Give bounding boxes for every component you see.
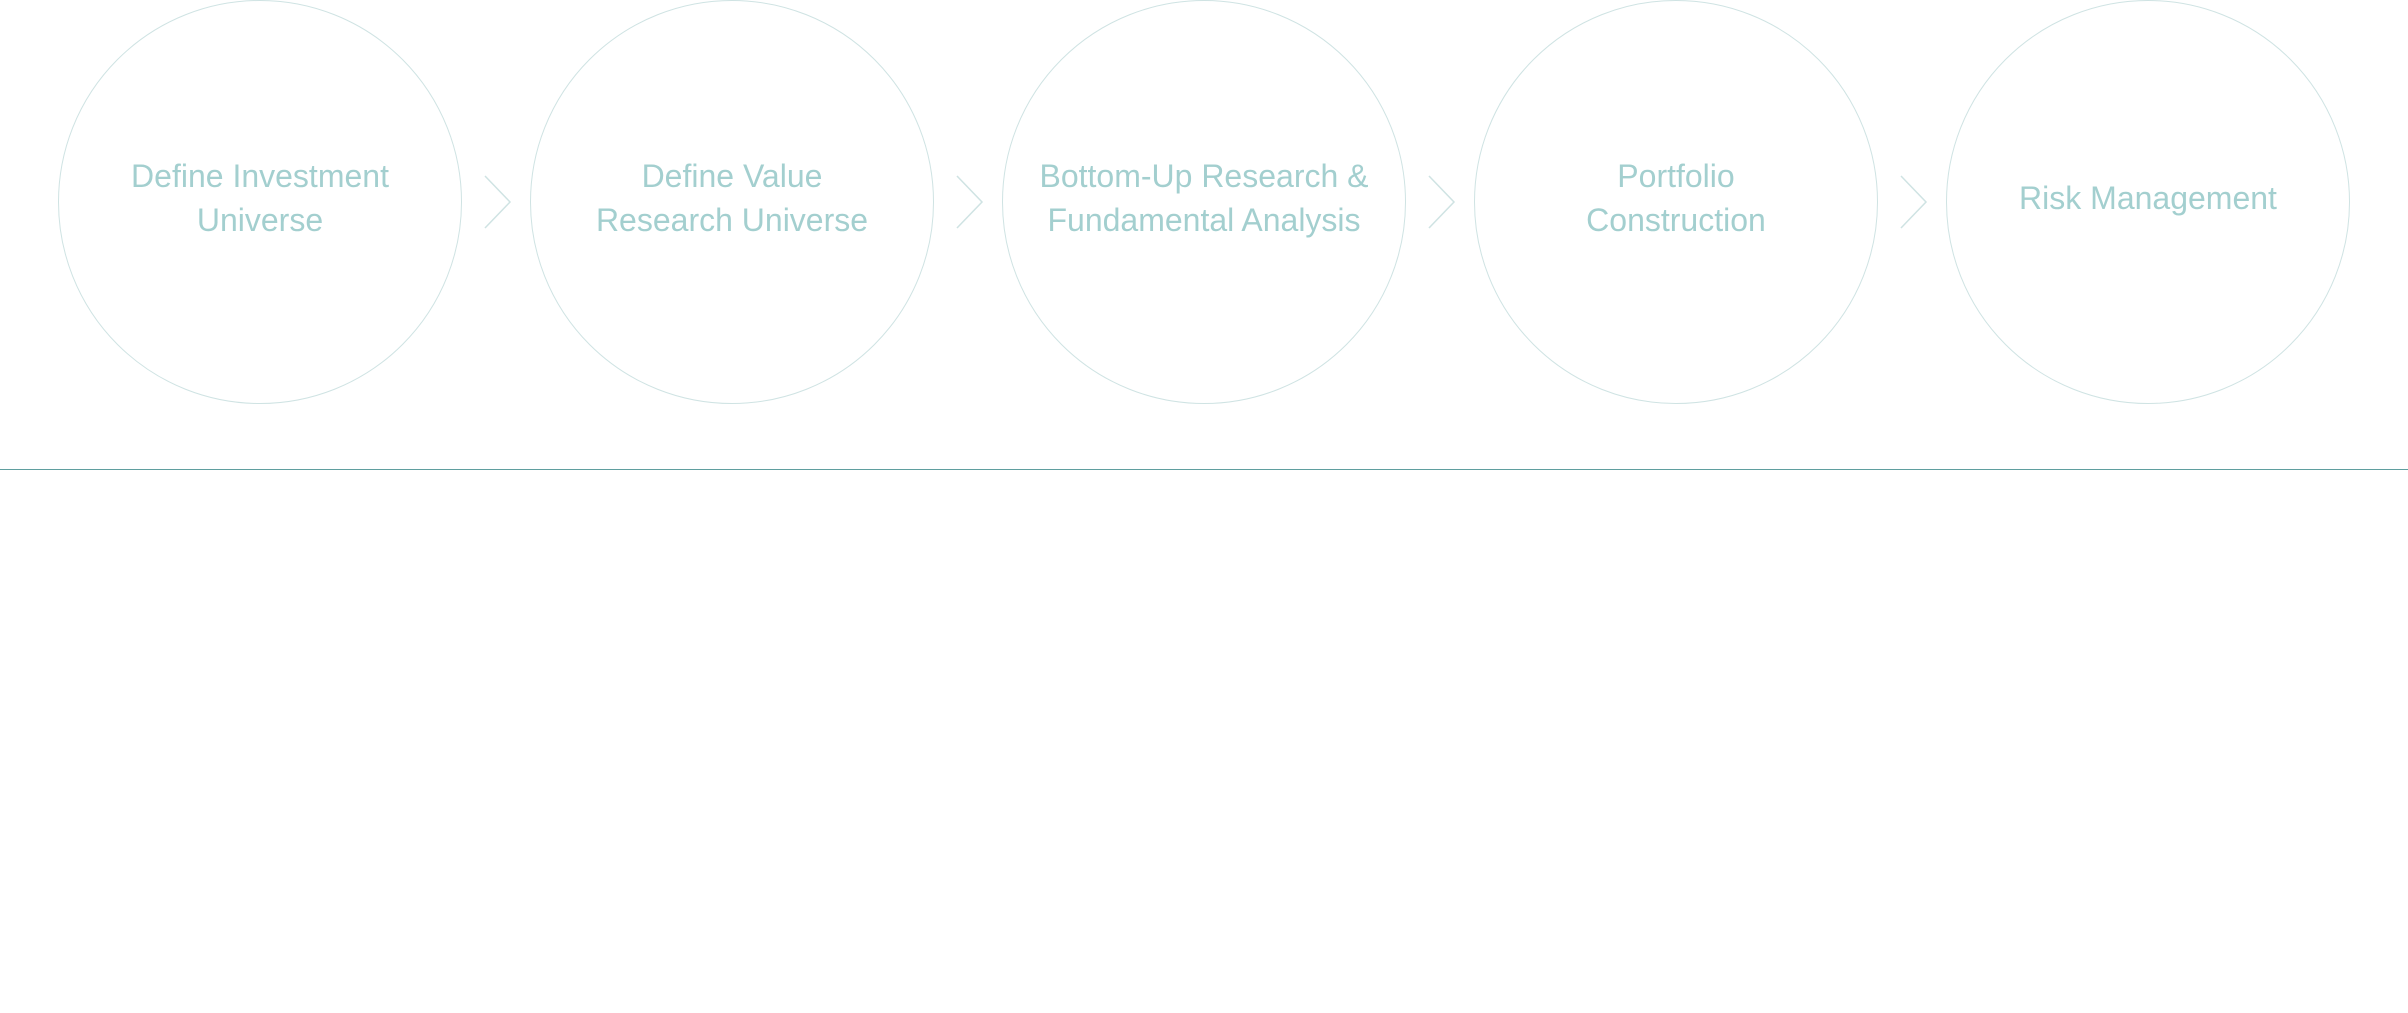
step-define-investment-universe: Define Investment Universe (58, 0, 462, 404)
step-label: Risk Management (2019, 180, 2277, 216)
chevron-right-icon (1428, 175, 1456, 229)
step-portfolio-construction: Portfolio Construction (1474, 0, 1878, 404)
chevron-right-icon (484, 175, 512, 229)
investment-process-diagram: Define Investment Universe Define Value … (58, 0, 2352, 406)
step-label: Define Investment Universe (131, 158, 389, 238)
chevron-right-icon (1900, 175, 1928, 229)
chevron-right-icon (956, 175, 984, 229)
step-risk-management: Risk Management (1946, 0, 2350, 404)
step-label: Bottom-Up Research & Fundamental Analysi… (1039, 158, 1369, 238)
step-define-value-research-universe: Define Value Research Universe (530, 0, 934, 404)
step-bottom-up-research: Bottom-Up Research & Fundamental Analysi… (1002, 0, 1406, 404)
step-label: Define Value Research Universe (595, 158, 869, 238)
section-divider (0, 469, 2408, 470)
step-label: Portfolio Construction (1586, 158, 1766, 238)
